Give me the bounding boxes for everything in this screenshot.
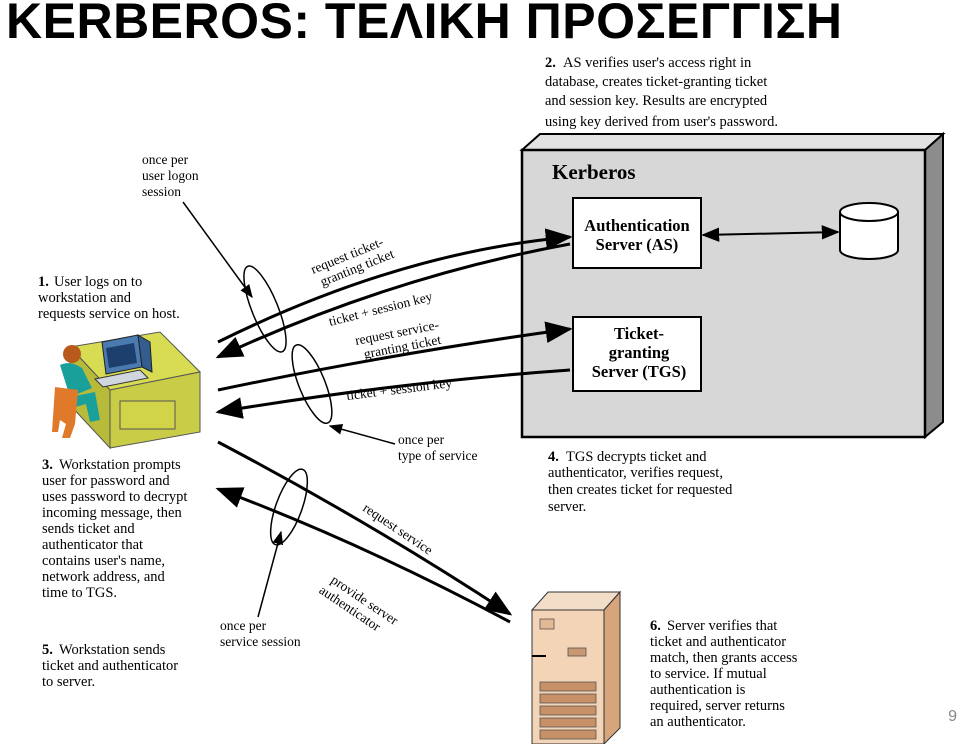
- step-1-text: 1. User logs on to workstation and reque…: [38, 274, 180, 322]
- service-type-ellipse: [291, 344, 333, 424]
- step-3-line: authenticator that: [42, 537, 143, 553]
- step-5-number: 5.: [42, 642, 53, 658]
- annotation-once-per-logon: once per user logon session: [142, 152, 253, 299]
- step-4-number: 4.: [548, 449, 559, 465]
- step-3-line: network address, and: [42, 569, 166, 585]
- authentication-server-box: Authentication Server (AS): [572, 197, 702, 269]
- annotation-line: user logon: [142, 168, 199, 183]
- step-6-line: authentication is: [650, 682, 746, 698]
- step-1-line: User logs on to: [54, 274, 142, 290]
- step-4-text: 4. TGS decrypts ticket and authenticator…: [548, 449, 733, 515]
- as-db-arrow: [701, 225, 840, 242]
- step-6-line: an authenticator.: [650, 714, 746, 730]
- logon-session-ellipse: [243, 265, 287, 353]
- step-1-line: workstation and: [38, 290, 132, 306]
- annotation-line: type of service: [398, 448, 477, 463]
- step-6-number: 6.: [650, 618, 661, 634]
- page-number: 9: [948, 708, 957, 725]
- provide-authenticator-label: provide server authenticator: [317, 572, 402, 634]
- step-1-line: requests service on host.: [38, 306, 180, 322]
- as-label-line1: Authentication: [584, 216, 689, 235]
- step-2-line: database, creates ticket-granting ticket: [545, 74, 767, 90]
- step-1-number: 1.: [38, 274, 49, 290]
- tgs-label-line3: Server (TGS): [592, 362, 687, 381]
- step-6-line: ticket and authenticator: [650, 634, 786, 650]
- kerberos-label: Kerberos: [552, 160, 636, 184]
- step-3-line: Workstation prompts: [59, 457, 181, 473]
- step-3-line: contains user's name,: [42, 553, 165, 569]
- step-6-line: match, then grants access: [650, 650, 798, 666]
- step-2-number: 2.: [545, 55, 556, 71]
- annotation-line: once per: [220, 618, 267, 633]
- database-icon: [839, 202, 899, 260]
- as-label-line2: Server (AS): [596, 235, 679, 254]
- step-3-line: incoming message, then: [42, 505, 182, 521]
- step-5-line: ticket and authenticator: [42, 658, 178, 674]
- step-6-line: Server verifies that: [667, 618, 777, 634]
- step-3-text: 3. Workstation prompts user for password…: [42, 457, 187, 601]
- annotation-line: once per: [398, 432, 445, 447]
- step-3-line: sends ticket and: [42, 521, 135, 537]
- tgs-label-line2: granting: [609, 343, 670, 362]
- step-6-text: 6. Server verifies that ticket and authe…: [650, 618, 798, 730]
- slide-title: KERBEROS: ΤΕΛΙΚΗ ΠΡΟΣΕΓΓΙΣΗ: [6, 0, 843, 49]
- workstation-icon: [52, 331, 202, 450]
- tgs-box: Ticket- granting Server (TGS): [572, 316, 702, 392]
- step-6-line: to service. If mutual: [650, 666, 767, 682]
- step-3-number: 3.: [42, 457, 53, 473]
- step-3-line: user for password and: [42, 473, 170, 489]
- step-5-line: to server.: [42, 674, 95, 690]
- server-icon: [530, 590, 622, 744]
- ticket-session-key-arrow-2: [215, 368, 571, 419]
- annotation-line: service session: [220, 634, 301, 649]
- step-5-line: Workstation sends: [59, 642, 166, 658]
- step-2-line: and session key. Results are encrypted: [545, 93, 768, 109]
- annotation-line: session: [142, 184, 181, 199]
- tgs-label-line1: Ticket-: [614, 324, 664, 343]
- step-2-line: using key derived from user's password.: [545, 114, 778, 130]
- annotation-once-per-type: once per type of service: [328, 424, 477, 463]
- step-4-line: server.: [548, 499, 586, 515]
- provide-authenticator-arrow: [215, 487, 511, 624]
- step-2-text: 2. AS verifies user's access right in da…: [545, 55, 778, 130]
- step-3-line: uses password to decrypt: [42, 489, 187, 505]
- req-tgt-label: request ticket- granting ticket: [309, 234, 397, 289]
- ticket-session-key-arrow-1: [215, 242, 571, 359]
- step-4-line: TGS decrypts ticket and: [566, 449, 707, 465]
- request-sgt-arrow: [217, 321, 573, 392]
- ticket-key-label-2: ticket + session key: [346, 375, 454, 403]
- step-4-line: then creates ticket for requested: [548, 482, 733, 498]
- annotation-once-per-session: once per service session: [220, 530, 301, 649]
- step-2-line: AS verifies user's access right in: [563, 55, 752, 71]
- request-tgt-arrow: [217, 228, 573, 344]
- annotation-line: once per: [142, 152, 189, 167]
- kerberos-diagram: Kerberos Authentication Server (AS) Tick…: [38, 55, 946, 744]
- step-5-text: 5. Workstation sends ticket and authenti…: [42, 642, 178, 690]
- step-6-line: required, server returns: [650, 698, 785, 714]
- step-3-line: time to TGS.: [42, 585, 117, 601]
- service-session-ellipse: [269, 468, 309, 546]
- step-4-line: authenticator, verifies request,: [548, 465, 723, 481]
- request-service-arrow: [217, 440, 513, 616]
